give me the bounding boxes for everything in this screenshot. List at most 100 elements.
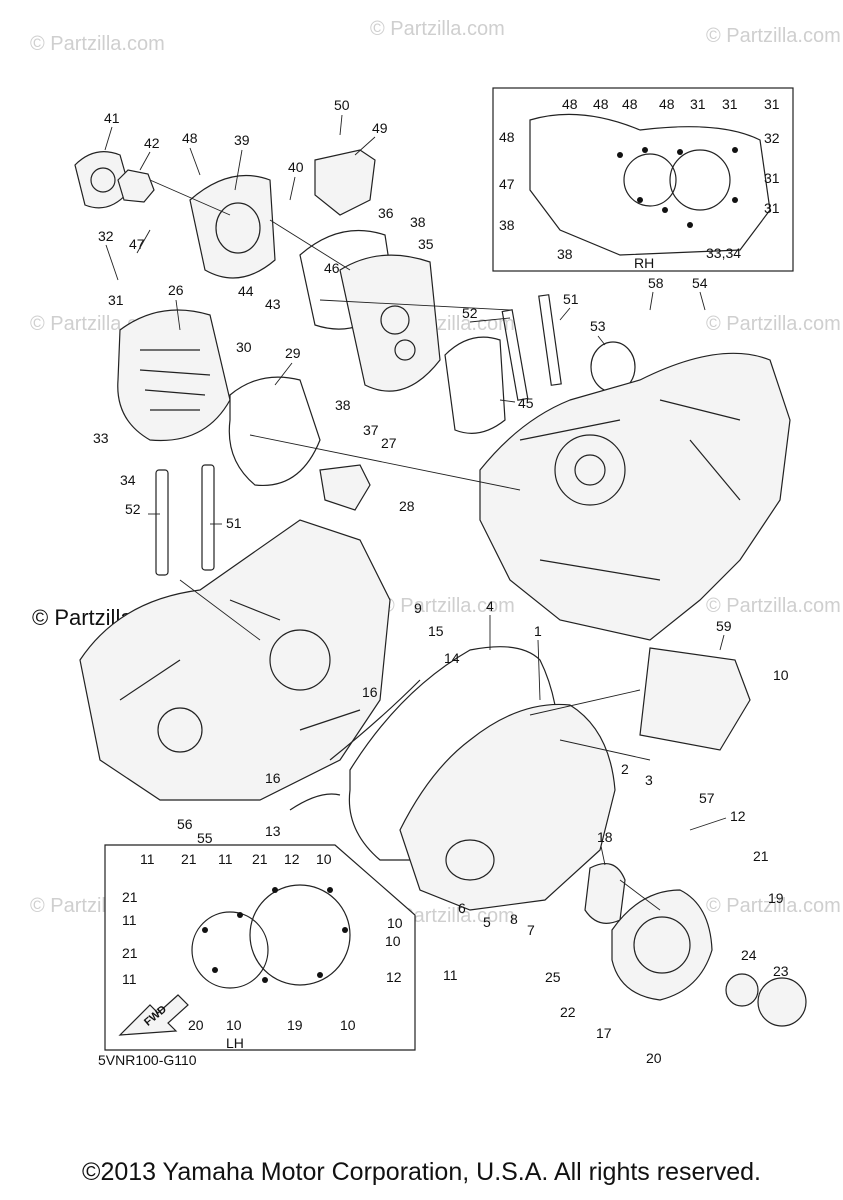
- watermark: © Partzilla.com: [380, 595, 515, 617]
- callout-number: 26: [168, 282, 184, 298]
- callout-number: 7: [527, 922, 535, 938]
- callout-number: 1: [534, 623, 542, 639]
- callout-number: 15: [428, 623, 444, 639]
- callout-number: 31: [722, 96, 738, 112]
- callout-number: 11: [122, 912, 137, 928]
- callout-number: 21: [753, 848, 769, 864]
- callout-number: 38: [410, 214, 426, 230]
- callout-number: 49: [372, 120, 388, 136]
- callout-number: 29: [285, 345, 301, 361]
- callout-number: 19: [768, 890, 784, 906]
- callout-number: 38: [557, 246, 573, 262]
- callout-number: 38: [499, 217, 515, 233]
- fwd-arrow-icon: [118, 994, 189, 1036]
- callout-number: 10: [316, 851, 332, 867]
- part-17-cover: [611, 889, 713, 1001]
- callout-number: 10: [340, 1017, 356, 1033]
- callout-number: 48: [499, 129, 515, 145]
- callout-number: 31: [764, 96, 780, 112]
- part-4-gasket: [348, 646, 561, 861]
- callout-number: 22: [560, 1004, 576, 1020]
- watermark: © Partzilla.com: [706, 25, 841, 47]
- part-39-cover: [189, 174, 276, 279]
- callout-number: 10: [385, 933, 401, 949]
- part-45-gasket: [444, 336, 506, 434]
- callout-number: 55: [197, 830, 213, 846]
- callout-number: 53: [590, 318, 606, 334]
- callout-number: 10: [387, 915, 403, 931]
- callout-number: 31: [690, 96, 706, 112]
- callout-number: 14: [444, 650, 460, 666]
- callout-number: 16: [362, 684, 378, 700]
- callout-number: 57: [699, 790, 715, 806]
- callout-number: 21: [252, 851, 268, 867]
- watermark: © Partzilla.com: [30, 33, 165, 55]
- callout-number: 30: [236, 339, 252, 355]
- rh-inset-label: RH: [634, 255, 654, 271]
- callout-number: 8: [510, 911, 518, 927]
- callout-number: 40: [288, 159, 304, 175]
- callout-number: 25: [545, 969, 561, 985]
- copyright-notice: ©2013 Yamaha Motor Corporation, U.S.A. A…: [82, 1158, 761, 1186]
- part-18-plate: [584, 862, 626, 924]
- callout-number: 51: [563, 291, 579, 307]
- callout-number: 48: [659, 96, 675, 112]
- part-35-cover: [339, 254, 441, 392]
- callout-number: 34: [120, 472, 136, 488]
- callout-number: 12: [284, 851, 300, 867]
- callout-number: 47: [129, 236, 145, 252]
- callout-number: 48: [593, 96, 609, 112]
- part-23-plug: [757, 977, 807, 1027]
- callout-number: 56: [177, 816, 193, 832]
- parts-artwork: [74, 149, 807, 1027]
- callout-number: 18: [597, 829, 613, 845]
- callout-number: 12: [730, 808, 746, 824]
- callout-number: 3: [645, 772, 653, 788]
- callout-number: 11: [443, 967, 458, 983]
- crankcase-left: [79, 519, 391, 801]
- callout-number: 12: [386, 969, 402, 985]
- callout-number: 51: [226, 515, 242, 531]
- callout-number: 43: [265, 296, 281, 312]
- callout-number: 59: [716, 618, 732, 634]
- callout-number: 48: [562, 96, 578, 112]
- callout-number: 24: [741, 947, 757, 963]
- callout-number: 10: [773, 667, 789, 683]
- watermark: © Partzilla.com: [370, 18, 505, 40]
- callout-number: 52: [462, 305, 478, 321]
- callout-number: 27: [381, 435, 397, 451]
- callout-number: 39: [234, 132, 250, 148]
- callout-number: 17: [596, 1025, 612, 1041]
- callout-number: 35: [418, 236, 434, 252]
- watermark: © Partzilla.com: [706, 895, 841, 917]
- leader-lines: [104, 114, 727, 866]
- callout-number: 48: [182, 130, 198, 146]
- callout-number: 33,34: [706, 245, 741, 261]
- callout-number: 37: [363, 422, 379, 438]
- part-1-cover: [399, 703, 616, 911]
- callout-number: 5: [483, 914, 491, 930]
- lh-inset-label: LH: [226, 1035, 244, 1051]
- part-29-gasket: [228, 376, 321, 487]
- callout-number: 31: [764, 200, 780, 216]
- part-13-guide: [289, 793, 341, 811]
- callout-number: 16: [265, 770, 281, 786]
- callout-number: 44: [238, 283, 254, 299]
- crankcase-right: [479, 352, 791, 641]
- callout-group: 41 42 48 39 50 49 40 32 47 36 38 35 46 4…: [93, 96, 789, 1066]
- callout-number: 21: [122, 889, 138, 905]
- callout-number: 36: [378, 205, 394, 221]
- callout-number: 10: [226, 1017, 242, 1033]
- callout-number: 6: [458, 900, 466, 916]
- callout-number: 20: [646, 1050, 662, 1066]
- callout-number: 23: [773, 963, 789, 979]
- callout-number: 58: [648, 275, 664, 291]
- callout-number: 20: [188, 1017, 204, 1033]
- part-27-bracket: [319, 464, 371, 511]
- callout-number: 21: [122, 945, 138, 961]
- lh-inset: [104, 844, 416, 1051]
- callout-number: 2: [621, 761, 629, 777]
- callout-number: 32: [98, 228, 114, 244]
- watermark: © Partzilla.com: [706, 313, 841, 335]
- callout-number: 54: [692, 275, 708, 291]
